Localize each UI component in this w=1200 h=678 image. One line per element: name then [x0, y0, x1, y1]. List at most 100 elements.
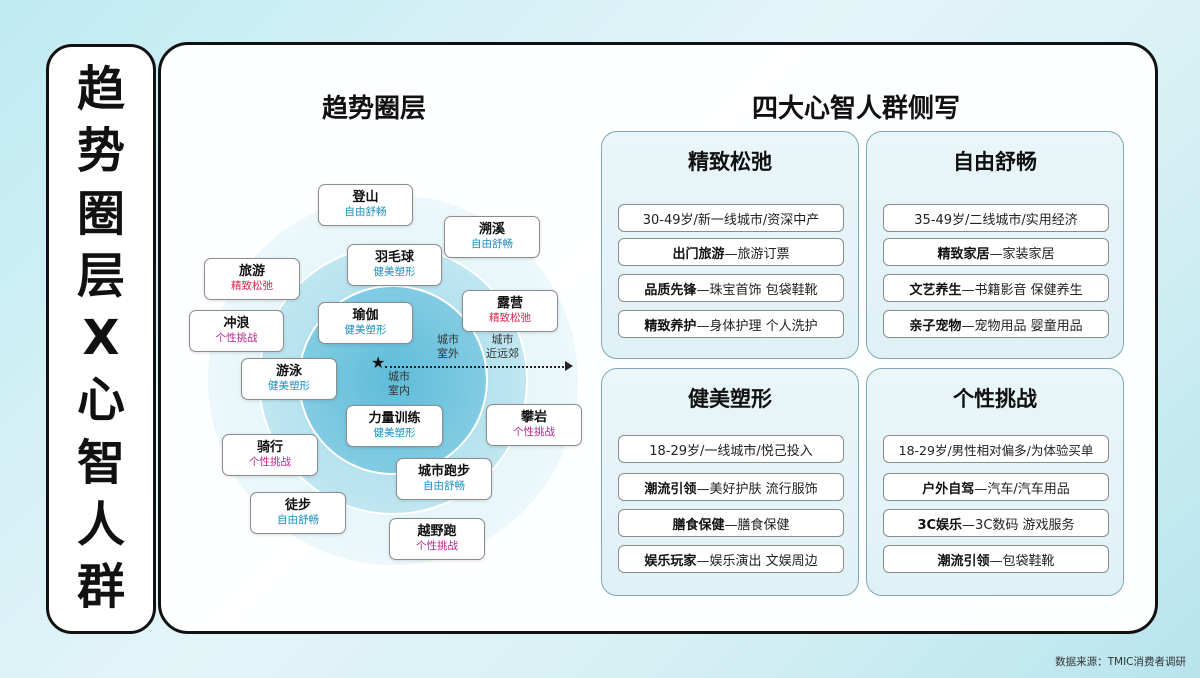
- activity-category: 自由舒畅: [344, 206, 387, 219]
- row-bold: 潮流引领: [937, 553, 990, 569]
- axis-dotted-line: [385, 366, 568, 368]
- row-text: —身体护理 个人洗护: [696, 318, 818, 334]
- activity-category: 个性挑战: [249, 456, 291, 469]
- activity-tag: 城市跑步 自由舒畅: [396, 458, 492, 500]
- activity-tag: 骑行 个性挑战: [222, 434, 318, 476]
- title-char: 智: [76, 434, 125, 491]
- title-char: 心: [76, 372, 125, 429]
- axis-arrow-icon: [565, 361, 573, 371]
- activity-category: 个性挑战: [416, 540, 458, 553]
- title-char: X: [82, 310, 120, 366]
- activity-tag: 冲浪 个性挑战: [189, 310, 284, 352]
- activity-tag: 登山 自由舒畅: [318, 184, 413, 226]
- row-text: —娱乐演出 文娱周边: [696, 553, 818, 569]
- row-bold: 潮流引领: [644, 481, 697, 497]
- title-char: 人: [76, 496, 125, 553]
- row-text: 18-29岁/一线城市/悦己投入: [649, 443, 813, 459]
- row-text: —美好护肤 流行服饰: [696, 481, 818, 497]
- activity-tag: 越野跑 个性挑战: [389, 518, 485, 560]
- persona-row: 18-29岁/一线城市/悦己投入: [618, 435, 844, 463]
- persona-row: 3C娱乐—3C数码 游戏服务: [883, 509, 1109, 537]
- activity-category: 健美塑形: [373, 266, 416, 279]
- activity-tag: 溯溪 自由舒畅: [444, 216, 540, 258]
- row-bold: 娱乐玩家: [644, 553, 697, 569]
- trend-circle-title: 趋势圈层: [322, 94, 427, 124]
- activity-name: 登山: [352, 190, 379, 206]
- star-icon: ★: [371, 353, 386, 372]
- persona-card-fitness-shape: 健美塑形 18-29岁/一线城市/悦己投入 潮流引领—美好护肤 流行服饰 膳食保…: [601, 368, 859, 596]
- activity-name: 骑行: [256, 440, 283, 456]
- activity-category: 自由舒畅: [277, 514, 319, 527]
- activity-tag: 徒步 自由舒畅: [250, 492, 346, 534]
- row-bold: 文艺养生: [909, 282, 962, 298]
- row-text: —3C数码 游戏服务: [962, 517, 1075, 533]
- activity-category: 自由舒畅: [471, 238, 513, 251]
- data-source-note: 数据来源：TMIC消费者调研: [1055, 656, 1186, 668]
- row-text: —书籍影音 保健养生: [961, 282, 1083, 298]
- activity-tag: 攀岩 个性挑战: [486, 404, 582, 446]
- activity-name: 攀岩: [520, 410, 547, 426]
- persona-row: 娱乐玩家—娱乐演出 文娱周边: [618, 545, 844, 573]
- ring-label-middle: 城市 室外: [437, 333, 459, 360]
- activity-tag: 力量训练 健美塑形: [346, 405, 443, 447]
- activity-tag: 游泳 健美塑形: [241, 358, 337, 400]
- row-text: —家装家居: [989, 246, 1055, 262]
- persona-title: 自由舒畅: [953, 150, 1037, 174]
- persona-row: 文艺养生—书籍影音 保健养生: [883, 274, 1109, 302]
- activity-name: 溯溪: [478, 222, 505, 238]
- persona-row: 出门旅游—旅游订票: [618, 238, 844, 266]
- activity-category: 个性挑战: [513, 426, 555, 439]
- activity-tag: 旅游 精致松弛: [204, 258, 300, 300]
- row-text: —膳食保健: [724, 517, 790, 533]
- persona-row: 30-49岁/新一线城市/资深中产: [618, 204, 844, 232]
- activity-category: 精致松弛: [489, 312, 531, 325]
- activity-category: 精致松弛: [231, 280, 273, 293]
- activity-category: 健美塑形: [344, 324, 387, 337]
- persona-section-title: 四大心智人群侧写: [752, 94, 961, 124]
- activity-name: 徒步: [284, 498, 311, 514]
- activity-name: 露营: [496, 296, 523, 312]
- persona-title: 个性挑战: [953, 387, 1037, 411]
- row-bold: 品质先锋: [644, 282, 697, 298]
- activity-name: 城市跑步: [417, 464, 470, 480]
- activity-name: 旅游: [238, 264, 265, 280]
- activity-category: 健美塑形: [373, 427, 416, 440]
- activity-name: 力量训练: [368, 411, 421, 427]
- row-bold: 出门旅游: [672, 246, 725, 262]
- activity-name: 越野跑: [417, 524, 457, 540]
- title-char: 群: [76, 559, 125, 615]
- activity-name: 瑜伽: [352, 308, 379, 324]
- persona-row: 35-49岁/二线城市/实用经济: [883, 204, 1109, 232]
- persona-row: 18-29岁/男性相对偏多/为体验买单: [883, 435, 1109, 463]
- persona-row: 品质先锋—珠宝首饰 包袋鞋靴: [618, 274, 844, 302]
- persona-row: 精致家居—家装家居: [883, 238, 1109, 266]
- title-char: 势: [76, 123, 125, 180]
- vertical-title-card: 趋 势 圈 层 X 心 智 人 群: [46, 44, 156, 634]
- activity-category: 个性挑战: [215, 332, 258, 345]
- row-bold: 亲子宠物: [909, 318, 962, 334]
- persona-title: 精致松弛: [688, 150, 772, 174]
- persona-title: 健美塑形: [688, 387, 772, 411]
- row-bold: 3C娱乐: [917, 517, 963, 533]
- activity-tag: 羽毛球 健美塑形: [347, 244, 442, 286]
- title-char: 趋: [76, 61, 125, 117]
- row-text: —珠宝首饰 包袋鞋靴: [696, 282, 818, 298]
- row-text: —旅游订票: [724, 246, 790, 262]
- activity-category: 自由舒畅: [423, 480, 465, 493]
- persona-row: 亲子宠物—宠物用品 婴童用品: [883, 310, 1109, 338]
- title-char: 层: [76, 247, 125, 304]
- activity-tag: 露营 精致松弛: [462, 290, 558, 332]
- activity-tag: 瑜伽 健美塑形: [318, 302, 413, 344]
- row-text: —宠物用品 婴童用品: [961, 318, 1083, 334]
- row-bold: 户外自驾: [922, 481, 975, 497]
- persona-row: 膳食保健—膳食保健: [618, 509, 844, 537]
- row-bold: 精致养护: [644, 318, 697, 334]
- row-text: —汽车/汽车用品: [974, 481, 1070, 497]
- activity-name: 冲浪: [223, 316, 250, 332]
- row-text: —包袋鞋靴: [989, 553, 1055, 569]
- persona-card-free-comfort: 自由舒畅 35-49岁/二线城市/实用经济 精致家居—家装家居 文艺养生—书籍影…: [866, 131, 1124, 359]
- persona-row: 精致养护—身体护理 个人洗护: [618, 310, 844, 338]
- title-char: 圈: [76, 185, 125, 242]
- activity-category: 健美塑形: [268, 380, 310, 393]
- persona-card-refined-relax: 精致松弛 30-49岁/新一线城市/资深中产 出门旅游—旅游订票 品质先锋—珠宝…: [601, 131, 859, 359]
